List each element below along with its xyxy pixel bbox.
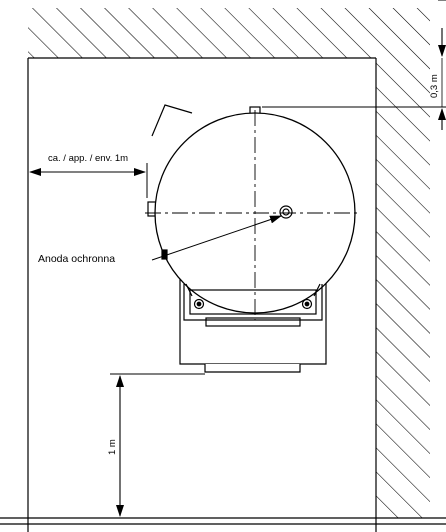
floor-clearance-label: 1 m xyxy=(107,439,118,455)
wall-clearance-dimension: ca. / app. / env. 1m xyxy=(29,153,148,198)
ceiling-hatching xyxy=(28,8,430,58)
anode-callout: Anoda ochronna xyxy=(38,215,282,265)
anode-label: Anoda ochronna xyxy=(38,253,115,265)
room-outline xyxy=(0,57,446,532)
wall-clearance-label: ca. / app. / env. 1m xyxy=(48,153,128,164)
ceiling-clearance-label: 0,3 m xyxy=(429,74,440,98)
ceiling-clearance-dimension: 0,3 m xyxy=(262,0,446,130)
heater-unit xyxy=(145,104,357,373)
floor-clearance-dimension: 1 m xyxy=(107,373,205,517)
right-wall-hatching xyxy=(376,58,430,518)
